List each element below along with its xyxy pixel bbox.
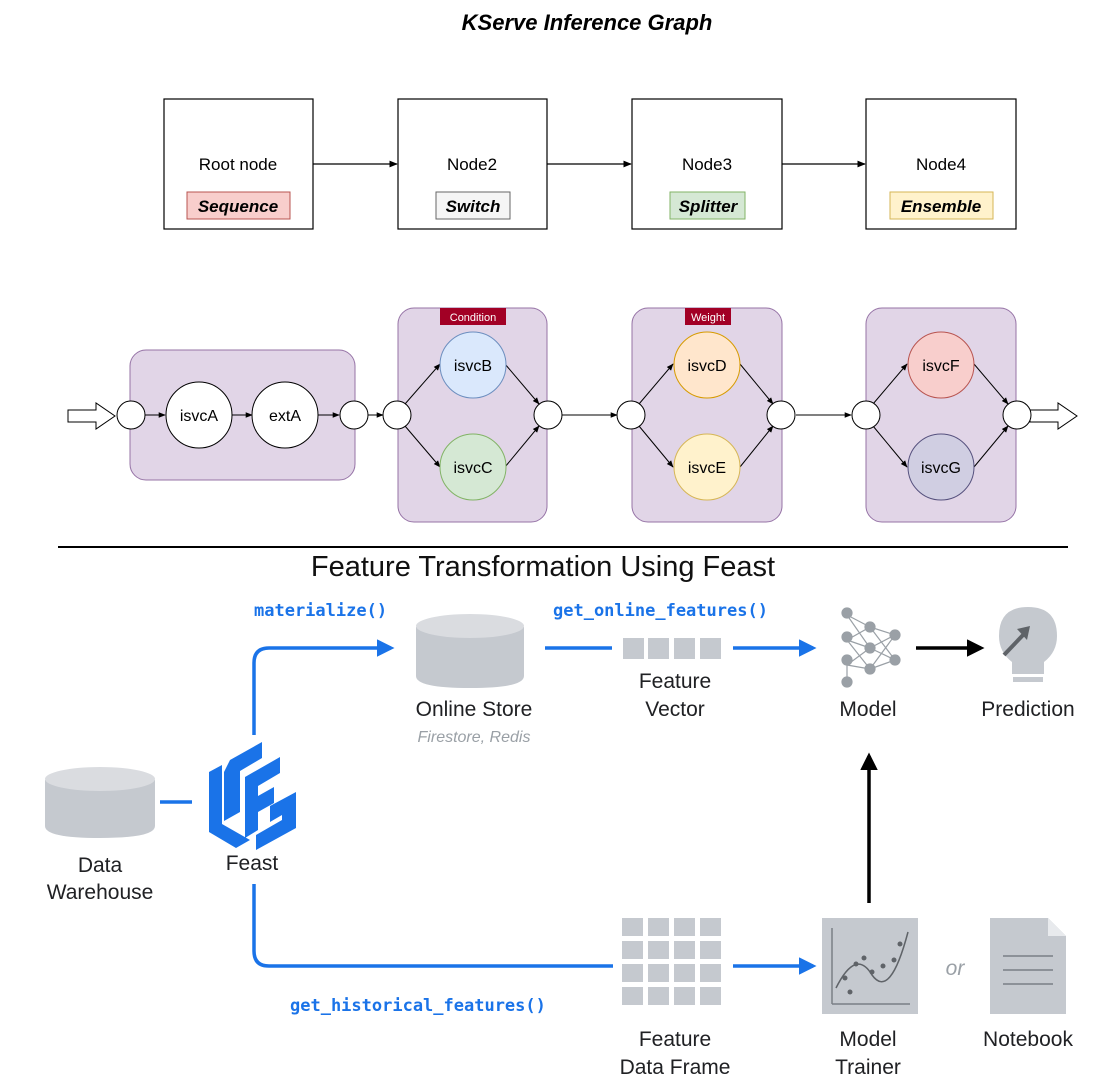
feature-vector-icon [623, 638, 721, 659]
trainer-label-2: Trainer [835, 1056, 901, 1079]
node2: Node2 Switch [397, 98, 548, 230]
isvcD-label: isvcD [687, 358, 726, 375]
trainer-label-1: Model [839, 1028, 896, 1051]
root-node-label: Root node [199, 155, 277, 174]
or-label: or [946, 957, 966, 980]
feast-title: Feature Transformation Using Feast [311, 551, 775, 583]
isvcF-node: isvcF [907, 331, 975, 399]
node4-label: Node4 [916, 155, 966, 174]
feast-label: Feast [226, 852, 279, 875]
ensemble-badge-label: Ensemble [901, 197, 981, 216]
node3: Node3 Splitter [631, 98, 783, 230]
input-arrow-icon [67, 402, 116, 430]
isvcC-node: isvcC [439, 433, 507, 501]
isvcC-label: isvcC [453, 460, 492, 477]
weight-tag-label: Weight [691, 312, 725, 324]
model-arrows [860, 639, 985, 903]
data-warehouse-label-1: Data [78, 854, 123, 877]
weight-tag [685, 308, 731, 325]
online-store-sub-label: Firestore, Redis [418, 729, 531, 746]
feature-vector-label-2: Vector [645, 698, 705, 721]
isvcA-label: isvcA [180, 408, 219, 425]
isvcB-label: isvcB [454, 358, 492, 375]
isvcD-node: isvcD [673, 331, 741, 399]
extA-node: extA [251, 381, 319, 449]
materialize-call: materialize() [254, 601, 387, 621]
historical-features-call: get_historical_features() [290, 996, 546, 1016]
isvcF-label: isvcF [922, 358, 960, 375]
output-arrow-icon [1029, 402, 1078, 430]
feature-vector-label-1: Feature [639, 670, 711, 693]
condition-tag-label: Condition [450, 312, 496, 324]
splitter-badge-label: Splitter [679, 197, 739, 216]
switch-badge-label: Switch [446, 197, 501, 216]
feast-connectors [252, 639, 817, 975]
node4: Node4 Ensemble [865, 98, 1017, 230]
data-warehouse-database-icon [45, 767, 155, 838]
flow-edges [145, 363, 1009, 468]
data-frame-label-1: Feature [639, 1028, 711, 1051]
condition-tag [440, 308, 506, 325]
scatter-plot-icon [822, 918, 918, 1014]
neural-network-icon [841, 607, 901, 688]
ensemble-badge [889, 191, 994, 220]
feast-logo-icon [209, 742, 296, 850]
root-node: Root node Sequence [163, 98, 314, 230]
junction-nodes [116, 400, 1032, 430]
splitter-badge [669, 191, 746, 220]
isvcG-label: isvcG [921, 460, 961, 477]
online-store-database-icon [416, 614, 524, 688]
isvcE-label: isvcE [688, 460, 726, 477]
online-store-label: Online Store [416, 698, 533, 721]
isvcB-node: isvcB [439, 331, 507, 399]
node2-label: Node2 [447, 155, 497, 174]
isvcG-node: isvcG [907, 433, 975, 501]
lightbulb-icon [999, 607, 1057, 682]
notebook-label: Notebook [983, 1028, 1073, 1051]
isvcA-node: isvcA [165, 381, 233, 449]
online-features-call: get_online_features() [553, 601, 768, 621]
extA-label: extA [269, 408, 301, 425]
sequence-badge-label: Sequence [198, 197, 278, 216]
prediction-label: Prediction [981, 698, 1074, 721]
switch-badge [435, 191, 511, 220]
model-label: Model [839, 698, 896, 721]
node3-label: Node3 [682, 155, 732, 174]
kserve-title: KServe Inference Graph [462, 10, 713, 35]
isvcE-node: isvcE [673, 433, 741, 501]
data-frame-label-2: Data Frame [620, 1056, 731, 1079]
feature-data-frame-icon [622, 918, 721, 1005]
document-icon [990, 918, 1066, 1014]
sequence-badge [186, 191, 291, 220]
data-warehouse-label-2: Warehouse [47, 881, 154, 904]
